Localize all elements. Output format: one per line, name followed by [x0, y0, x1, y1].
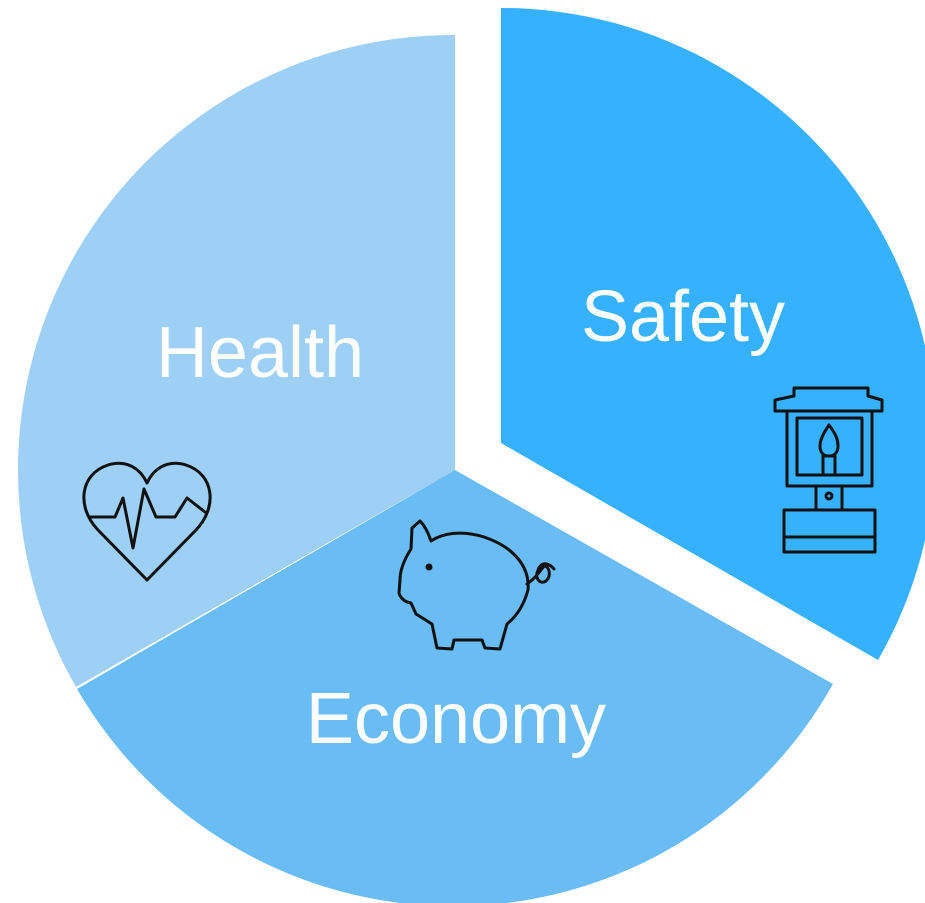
segment-label-economy: Economy: [306, 679, 606, 759]
segment-label-health: Health: [156, 313, 364, 393]
segment-economy: [77, 470, 833, 903]
segment-safety: [501, 8, 925, 660]
heart-pulse-icon: [82, 461, 212, 582]
piggy-bank-icon: [397, 519, 556, 651]
segment-label-safety: Safety: [581, 277, 785, 357]
lantern-icon: [773, 386, 884, 554]
